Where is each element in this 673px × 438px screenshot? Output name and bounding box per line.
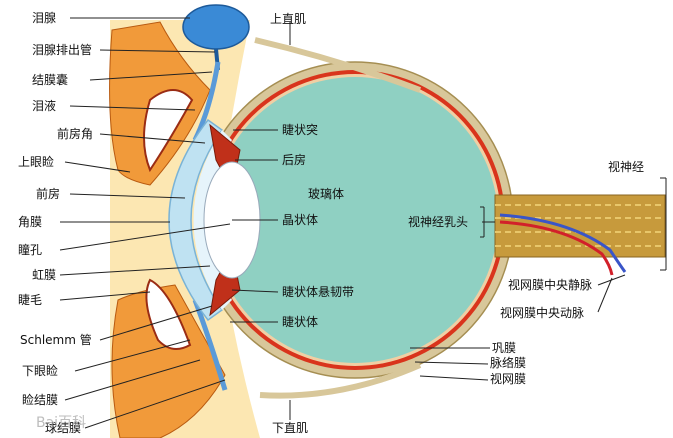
label-lacrimal-gland: 泪腺 (32, 11, 57, 25)
watermark: Bai百科 (36, 415, 87, 431)
label-central-retinal-artery: 视网膜中央动脉 (500, 306, 585, 320)
label-superior-rectus: 上直肌 (270, 12, 307, 26)
label-bulbar-conjunctiva: 球结膜 (45, 421, 82, 435)
label-zonule: 睫状体悬韧带 (282, 285, 355, 299)
central-retinal-artery-shape (499, 220, 614, 276)
label-tears: 泪液 (32, 99, 57, 113)
lacrimal-gland-shape (182, 4, 250, 50)
label-optic-nerve: 视神经 (608, 160, 645, 174)
label-sclera: 巩膜 (492, 341, 517, 355)
label-palpebral-conjunctiva: 睑结膜 (22, 393, 59, 407)
anterior-chamber-shape (193, 130, 232, 310)
label-cornea: 角膜 (18, 215, 43, 229)
label-lacrimal-duct: 泪腺排出管 (32, 43, 93, 57)
lower-tarsal-gland (145, 278, 192, 350)
label-ciliary-body: 睫状体 (282, 315, 319, 329)
label-posterior-chamber: 后房 (282, 153, 307, 167)
label-anterior-chamber: 前房 (36, 187, 61, 201)
superior-rectus-shape (254, 37, 422, 93)
label-conjunctival-sac: 结膜囊 (32, 73, 69, 87)
label-schlemm-canal: Schlemm 管 (20, 333, 92, 347)
label-iris: 虹膜 (32, 268, 57, 282)
central-retinal-vein-shape (499, 213, 627, 273)
label-ciliary-process: 睫状突 (282, 123, 319, 137)
label-lens: 晶状体 (282, 213, 319, 227)
label-upper-eyelid: 上眼睑 (18, 155, 55, 169)
label-inferior-rectus: 下直肌 (272, 421, 309, 435)
inferior-rectus-shape (259, 362, 422, 399)
label-pupil: 瞳孔 (18, 243, 43, 257)
lower-eyelid-shape (111, 284, 226, 438)
label-choroid: 脉络膜 (490, 356, 527, 370)
label-optic-disc: 视神经乳头 (408, 215, 469, 229)
label-eyelash: 睫毛 (18, 293, 43, 307)
label-retina: 视网膜 (490, 372, 527, 386)
leader-lines (59, 17, 667, 429)
label-anterior-chamber-angle: 前房角 (57, 127, 94, 141)
cornea-shape (168, 118, 224, 322)
label-lower-eyelid: 下眼睑 (22, 364, 59, 378)
label-central-retinal-vein: 视网膜中央静脉 (508, 278, 593, 292)
label-vitreous-body: 玻璃体 (308, 187, 345, 201)
vitreous-shape (212, 77, 498, 363)
